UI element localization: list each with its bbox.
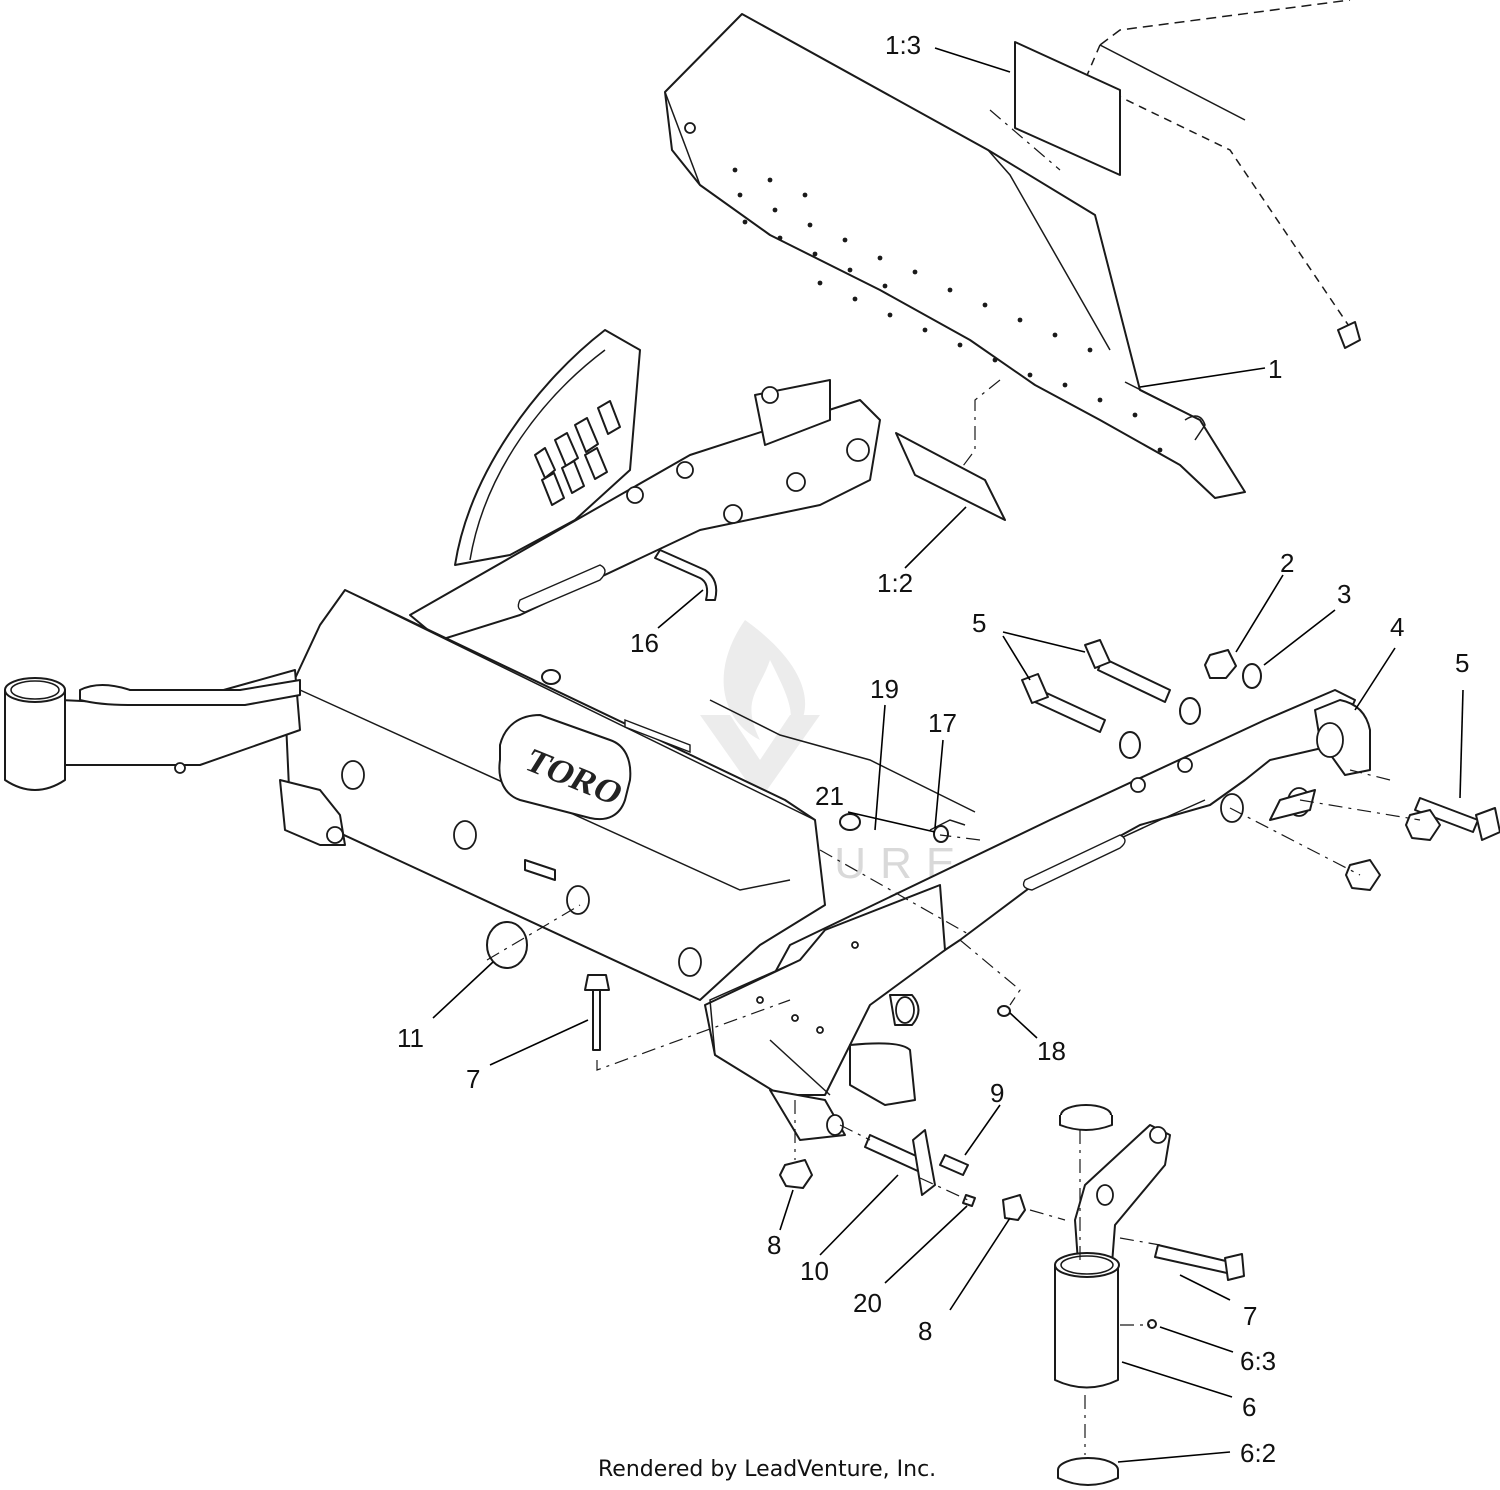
decal-part-1-2 (895, 432, 1006, 521)
rod-part-19 (709, 699, 976, 813)
right-caster-assembly (1054, 1104, 1245, 1486)
callout-6-3: 6:3 (1240, 1346, 1276, 1376)
floor-pan-perforations (732, 167, 1163, 453)
seat-body-outline (1084, 0, 1361, 349)
left-caster-arm (4, 669, 301, 791)
bolt-part-5-upper (1084, 639, 1171, 703)
callout-17: 17 (928, 708, 957, 738)
callout-11: 11 (397, 1023, 424, 1053)
nut-part-8-lower (779, 1159, 813, 1189)
callout-6: 6 (1242, 1392, 1256, 1422)
callout-1-2: 1:2 (877, 568, 913, 598)
nut-part-2 (1204, 649, 1237, 679)
callout-5-left: 5 (972, 608, 986, 638)
floor-pan-part-1 (664, 13, 1246, 499)
callout-1: 1 (1268, 354, 1282, 384)
bolt-part-5-lower (1021, 673, 1106, 733)
callout-7-right: 7 (1243, 1301, 1257, 1331)
nut-right-2 (1345, 859, 1381, 891)
assembly-centerlines (486, 769, 1421, 1455)
callout-16: 16 (630, 628, 659, 658)
main-frame-crossmember: TORO (279, 589, 861, 1001)
bolt-part-5-right (1414, 797, 1500, 841)
callout-8-left: 8 (767, 1230, 781, 1260)
cotter-part-20 (962, 1194, 976, 1207)
decal-part-1-3 (1014, 41, 1121, 176)
nut-part-21 (933, 825, 949, 843)
callout-4: 4 (1390, 612, 1404, 642)
bolt-part-7-vertical (584, 974, 610, 1051)
washer-part-18 (997, 1005, 1011, 1017)
nut-part-8-right (1002, 1194, 1026, 1221)
plate-part-10 (912, 1129, 936, 1196)
callout-19: 19 (870, 674, 899, 704)
washer-part-5a (1179, 697, 1201, 725)
callout-10: 10 (800, 1256, 829, 1286)
callout-labels: 1:3 1 1:2 16 2 3 4 5 5 19 17 21 11 7 18 … (397, 30, 1469, 1468)
front-bracket (704, 884, 946, 1141)
clip-part-17 (929, 819, 966, 831)
nut-right-1 (1405, 809, 1441, 841)
callout-20: 20 (853, 1288, 882, 1318)
rod-part-16 (654, 549, 718, 601)
callout-6-2: 6:2 (1240, 1438, 1276, 1468)
callout-7-left: 7 (466, 1064, 480, 1094)
callout-8-right: 8 (918, 1316, 932, 1346)
washer-part-5b (1119, 731, 1141, 759)
pedal-bracket (454, 329, 641, 566)
bolt-part-9 (939, 1154, 969, 1176)
callout-leaders (432, 47, 1464, 1463)
callout-5-right: 5 (1455, 648, 1469, 678)
decal-1-2-centerline (959, 109, 1061, 471)
callout-3: 3 (1337, 579, 1351, 609)
callout-1-3: 1:3 (885, 30, 921, 60)
callout-18: 18 (1037, 1036, 1066, 1066)
washer-part-3 (1242, 663, 1262, 689)
callout-2: 2 (1280, 548, 1294, 578)
callout-9: 9 (990, 1078, 1004, 1108)
frame-upper-arm (409, 379, 881, 641)
footer-credit: Rendered by LeadVenture, Inc. (598, 1457, 936, 1482)
plug-part-11 (486, 921, 528, 969)
callout-21: 21 (815, 781, 844, 811)
